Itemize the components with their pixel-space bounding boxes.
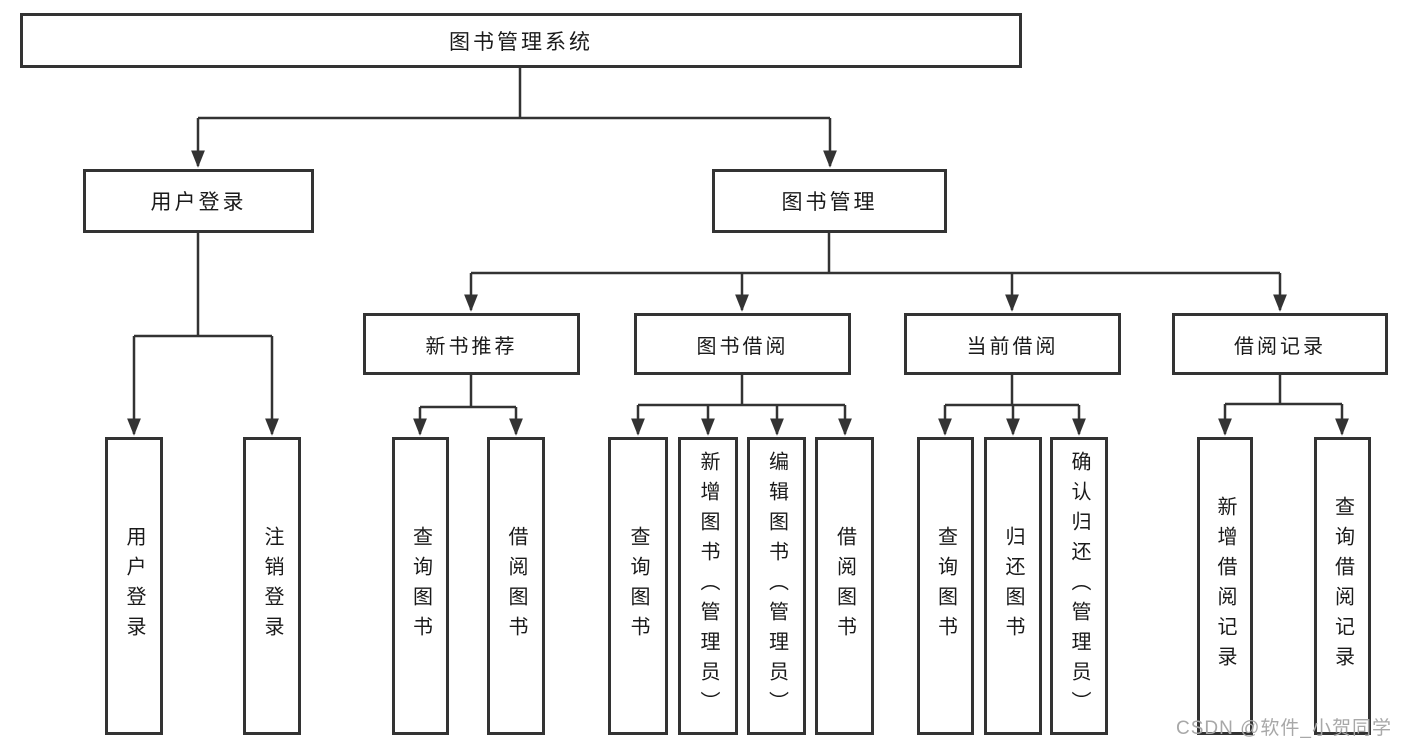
node-leaf-query-books-current: 查询图书 <box>917 437 974 735</box>
watermark: CSDN @软件_小贺同学 <box>1176 718 1392 739</box>
node-leaf-borrow-books-recommend: 借阅图书 <box>487 437 545 735</box>
node-new-book-recommend: 新书推荐 <box>363 313 580 375</box>
node-leaf-add-book-admin: 新增图书（管理员） <box>678 437 738 735</box>
node-current-borrowing: 当前借阅 <box>904 313 1121 375</box>
node-leaf-query-books-recommend: 查询图书 <box>392 437 449 735</box>
node-leaf-edit-book-admin: 编辑图书（管理员） <box>747 437 806 735</box>
node-leaf-logout: 注销登录 <box>243 437 301 735</box>
connector-borrowing-records-children <box>1218 375 1349 436</box>
node-book-borrowing: 图书借阅 <box>634 313 851 375</box>
connector-book-mgmt-to-level3 <box>464 233 1287 312</box>
connector-root-to-level2 <box>191 67 837 168</box>
connector-new-book-recommend-children <box>413 375 523 436</box>
node-leaf-user-login: 用户登录 <box>105 437 163 735</box>
node-leaf-return-book: 归还图书 <box>984 437 1042 735</box>
node-leaf-query-borrow-record: 查询借阅记录 <box>1314 437 1371 735</box>
node-user-login: 用户登录 <box>83 169 314 233</box>
node-leaf-query-books-borrow: 查询图书 <box>608 437 668 735</box>
node-leaf-borrow-books-borrow: 借阅图书 <box>815 437 874 735</box>
connector-current-borrowing-children <box>938 375 1086 436</box>
node-leaf-add-borrow-record: 新增借阅记录 <box>1197 437 1253 735</box>
connector-book-borrowing-children <box>631 375 852 436</box>
node-leaf-confirm-return-admin: 确认归还（管理员） <box>1050 437 1108 735</box>
connector-user-login-children <box>127 233 279 436</box>
node-root: 图书管理系统 <box>20 13 1022 68</box>
node-book-management: 图书管理 <box>712 169 947 233</box>
node-borrowing-records: 借阅记录 <box>1172 313 1388 375</box>
